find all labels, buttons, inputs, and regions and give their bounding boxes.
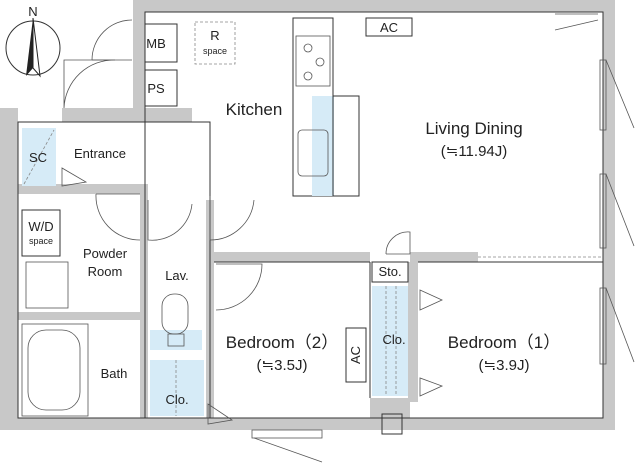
lav-label: Lav. [165,268,189,283]
bathtub-icon [27,329,81,411]
mb-box [144,23,178,63]
storage-box [371,261,409,283]
lav-door-icon [147,200,193,241]
bottom-pillar [381,413,403,435]
living-dining-label: Living Dining [425,119,522,138]
r-space-label: space [203,46,227,56]
sc-label: SC [29,150,47,165]
ac-side-label: AC [348,346,363,364]
storage-label: Sto. [378,264,401,279]
refrigerator-space [194,21,236,65]
bedroom2-door-icon [215,263,263,311]
ac-top-label: AC [380,20,398,35]
powder-room-label-line2: Room [88,264,123,279]
living-dining-area: (≒11.94J) [441,143,508,160]
closet-door-icon-1 [419,289,443,311]
bedroom1-area: (≒3.9J) [479,357,530,374]
powder-room-label-line1: Powder [83,246,128,261]
ps-box [144,69,178,107]
powder-door-icon [95,193,141,241]
bedroom1-closet [372,286,408,396]
kitchen-label: Kitchen [226,100,283,119]
lav-closet-door-icon [207,403,234,425]
wd-label: W/D [28,219,53,234]
compass-icon [5,17,61,78]
mb-label: MB [146,36,166,51]
hall-door-icon [209,196,255,241]
lav-closet-label: Clo. [165,392,188,407]
sc-door-icon [61,167,88,187]
wd-space-label: space [29,236,53,246]
interior-lines [17,11,604,419]
bedroom1-closet-label: Clo. [382,332,405,347]
entrance-label: Entrance [74,146,126,161]
entry-door-icon [63,19,133,109]
ac-side-box [345,327,367,383]
lav-closet [150,360,204,416]
right-windows-icon [599,59,635,365]
kitchen-peninsula [332,95,360,197]
sink-icon [297,129,329,177]
ac-top-box [365,17,413,37]
r-label: R [210,28,219,43]
bedroom2-area: (≒3.5J) [257,357,308,374]
wd-space-box [21,209,61,257]
closet-door-icon-2 [419,377,444,397]
ps-label: PS [147,81,165,96]
bedroom1-label: Bedroom（1） [448,333,560,352]
vanity-icon [25,261,69,309]
stove-icon [295,35,331,87]
storage-door-icon [385,231,411,255]
kitchen-cabinet [312,96,334,196]
bedroom2-label: Bedroom（2） [226,333,338,352]
toilet-icon [150,293,202,350]
bottom-window-icon [251,429,323,439]
compass-north-label: N [28,4,37,19]
bath-label: Bath [101,366,128,381]
bath-outline [21,323,89,417]
